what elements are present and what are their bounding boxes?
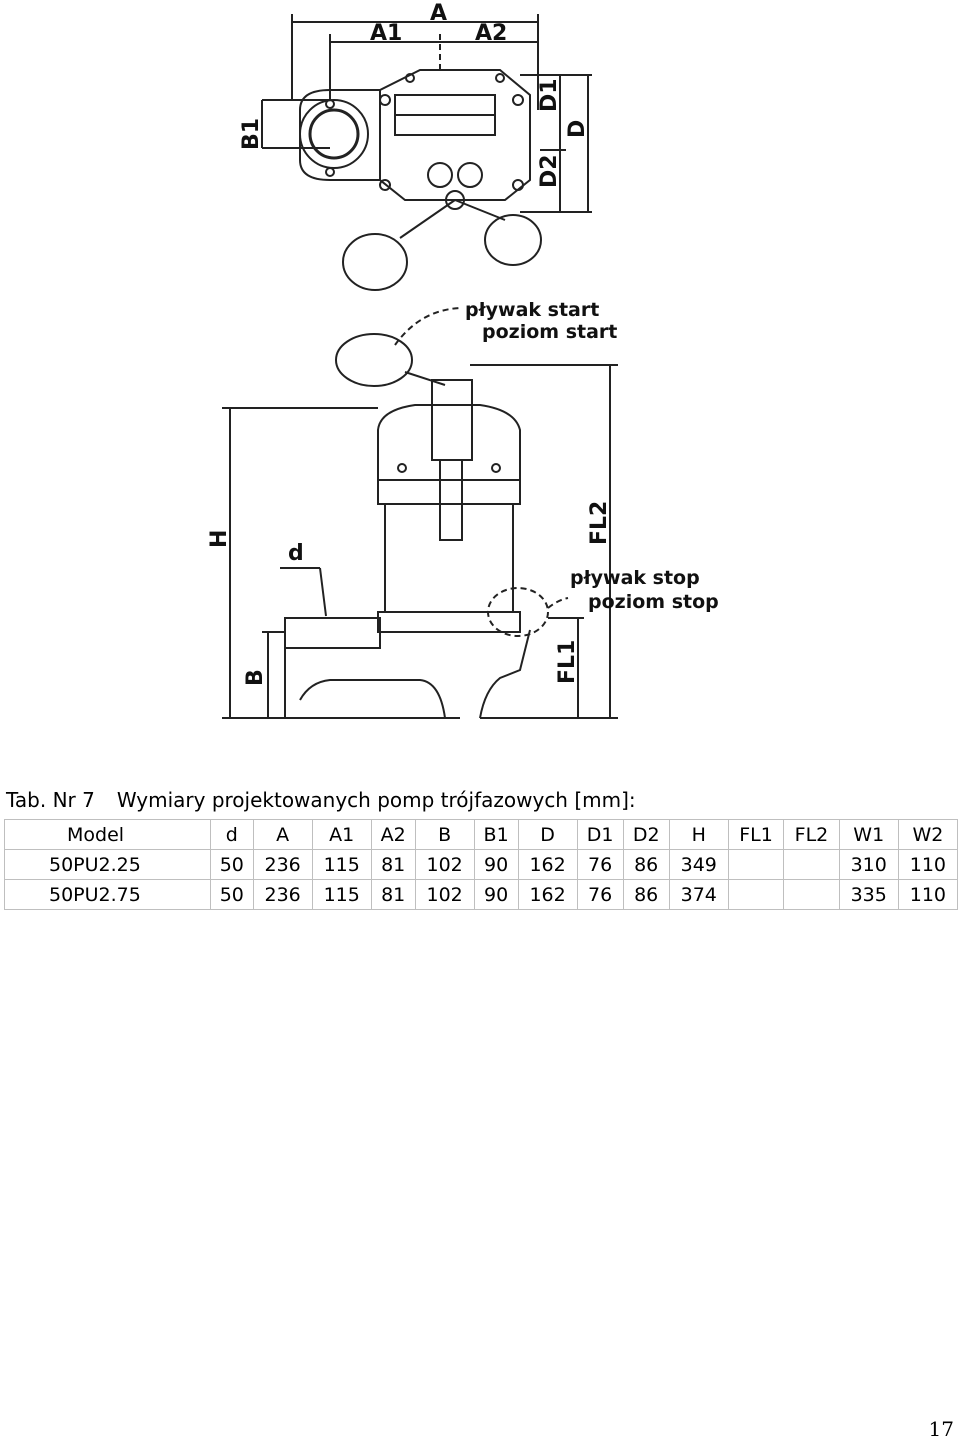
- header-cell: B: [414, 819, 475, 850]
- dim-label-A2: A2: [475, 21, 507, 46]
- dim-label-H: H: [207, 530, 232, 548]
- dim-label-FL1: FL1: [555, 640, 580, 684]
- dim-label-D: D: [565, 120, 590, 138]
- table-cell: 162: [517, 849, 578, 880]
- table-cell: 374: [668, 879, 729, 910]
- table-cell: 50PU2.25: [4, 849, 211, 880]
- header-cell: FL2: [783, 819, 840, 850]
- dim-label-A: A: [430, 1, 447, 26]
- table-row: 50PU2.75 50 236 115 81 102 90 162 76 86 …: [4, 879, 959, 910]
- header-cell: D1: [576, 819, 624, 850]
- page-number: 17: [928, 1417, 954, 1441]
- header-cell: D: [517, 819, 578, 850]
- table-title: Wymiary projektowanych pomp trójfazowych…: [116, 788, 636, 812]
- table-cell: [783, 849, 840, 880]
- dim-label-A1: A1: [370, 21, 402, 46]
- side-view: [222, 307, 618, 719]
- header-cell: Model: [4, 819, 211, 850]
- header-cell: d: [210, 819, 254, 850]
- table-header-row: Model d A A1 A2 B B1 D D1 D2 H FL1 FL2 W…: [4, 819, 959, 850]
- header-cell: B1: [473, 819, 519, 850]
- pump-dimension-drawing: A A1 A2 B1 D1 D D2 pływak start poziom s…: [207, 1, 719, 719]
- table-number: Tab. Nr 7: [6, 788, 95, 812]
- dim-label-d: d: [288, 541, 304, 566]
- table-cell: 102: [414, 849, 475, 880]
- table-cell: 349: [668, 849, 729, 880]
- table-row: 50PU2.25 50 236 115 81 102 90 162 76 86 …: [4, 849, 959, 880]
- table-cell: 335: [838, 879, 899, 910]
- header-cell: D2: [622, 819, 670, 850]
- table-cell: 76: [576, 849, 624, 880]
- table-cell: 86: [622, 879, 670, 910]
- table-caption: Tab. Nr 7 Wymiary projektowanych pomp tró…: [6, 788, 636, 812]
- table-cell: 90: [473, 849, 519, 880]
- table-cell: 50: [210, 849, 254, 880]
- table-cell: 236: [252, 849, 313, 880]
- dim-label-D1: D1: [537, 78, 562, 112]
- dim-label-B: B: [243, 669, 268, 686]
- table-cell: 50: [210, 879, 254, 910]
- header-cell: A2: [370, 819, 416, 850]
- header-cell: FL1: [727, 819, 785, 850]
- table-cell: [727, 879, 785, 910]
- table-cell: [727, 849, 785, 880]
- float-stop-label-2: poziom stop: [588, 591, 719, 613]
- top-view: [261, 14, 592, 291]
- dim-label-D2: D2: [537, 154, 562, 188]
- table-cell: 90: [473, 879, 519, 910]
- table-cell: 115: [311, 879, 372, 910]
- float-stop-label-1: pływak stop: [570, 567, 700, 589]
- float-start-label-1: pływak start: [465, 299, 599, 321]
- table-cell: 81: [370, 879, 416, 910]
- table-cell: 162: [517, 879, 578, 910]
- dim-label-B1: B1: [239, 118, 264, 150]
- dimensions-table: Model d A A1 A2 B B1 D D1 D2 H FL1 FL2 W…: [4, 819, 959, 910]
- dim-label-FL2: FL2: [587, 501, 612, 545]
- header-cell: A: [252, 819, 313, 850]
- table-cell: 76: [576, 879, 624, 910]
- float-start-label-2: poziom start: [482, 321, 617, 343]
- header-cell: W2: [897, 819, 959, 850]
- table-cell: 86: [622, 849, 670, 880]
- table-cell: 50PU2.75: [4, 879, 211, 910]
- table-cell: 81: [370, 849, 416, 880]
- table-cell: 236: [252, 879, 313, 910]
- table-cell: 115: [311, 849, 372, 880]
- table-cell: 110: [897, 879, 959, 910]
- table-cell: 110: [897, 849, 959, 880]
- header-cell: H: [668, 819, 729, 850]
- table-cell: [783, 879, 840, 910]
- header-cell: A1: [311, 819, 372, 850]
- table-cell: 102: [414, 879, 475, 910]
- header-cell: W1: [838, 819, 899, 850]
- table-cell: 310: [838, 849, 899, 880]
